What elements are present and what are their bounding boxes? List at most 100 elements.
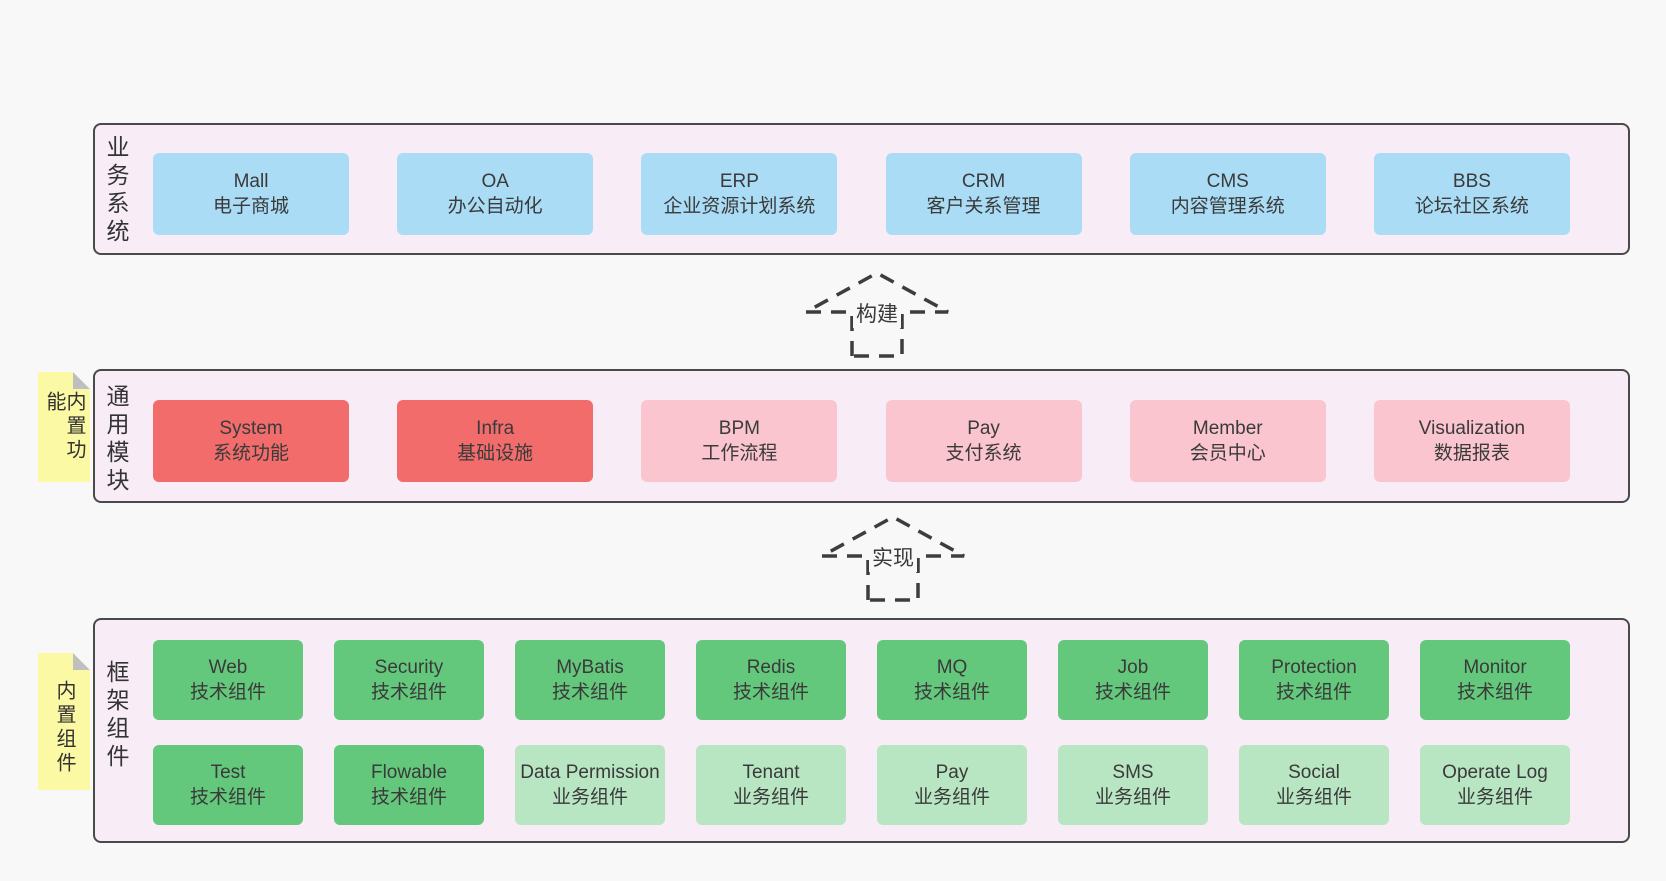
box-flowable: Flowable 技术组件 [334,745,484,825]
box-title: MyBatis [556,656,624,678]
box-title: CMS [1206,170,1249,192]
box-operate-log: Operate Log 业务组件 [1420,745,1570,825]
box-subtitle: 企业资源计划系统 [663,196,816,217]
box-subtitle: 办公自动化 [447,196,543,217]
box-subtitle: 技术组件 [1275,682,1352,703]
box-title: ERP [719,170,759,192]
box-monitor: Monitor 技术组件 [1420,640,1570,720]
box-subtitle: 基础设施 [457,443,534,464]
box-title: System [219,417,283,439]
box-subtitle: 业务组件 [732,787,809,808]
box-title: Mall [233,170,269,192]
box-title: Member [1192,417,1263,439]
note-builtin-features: 内置功能 [38,372,90,482]
box-title: Pay [967,417,1000,439]
box-web: Web 技术组件 [153,640,303,720]
box-subtitle: 技术组件 [551,682,628,703]
up-arrow-icon [805,271,949,358]
box-title: Pay [935,761,969,783]
box-subtitle: 技术组件 [189,787,266,808]
box-bbs: BBS 论坛社区系统 [1373,153,1570,235]
arrow-implement-label: 实现 [869,545,917,573]
box-subtitle: 技术组件 [913,682,990,703]
box-subtitle: 技术组件 [1094,682,1171,703]
box-subtitle: 支付系统 [945,443,1022,464]
box-title: BPM [718,417,760,439]
box-redis: Redis 技术组件 [696,640,846,720]
note-builtin-components-label: 内置组件 [53,680,75,776]
box-title: Test [210,761,246,783]
box-sms: SMS 业务组件 [1058,745,1208,825]
box-member: Member 会员中心 [1129,400,1326,482]
box-title: CRM [961,170,1006,192]
box-social: Social 业务组件 [1239,745,1389,825]
box-pay-component: Pay 业务组件 [877,745,1027,825]
box-data-permission: Data Permission 业务组件 [515,745,665,825]
box-title: Operate Log [1442,761,1548,783]
framework-components-band: 框架组件 Web 技术组件 Security 技术组件 MyBatis 技术组件… [93,618,1630,843]
box-bpm: BPM 工作流程 [641,400,838,482]
box-title: Data Permission [520,761,660,783]
framework-components-row-2: Test 技术组件 Flowable 技术组件 Data Permission … [153,745,1570,825]
box-title: BBS [1452,170,1491,192]
box-mq: MQ 技术组件 [877,640,1027,720]
arrow-build-label: 构建 [853,301,901,329]
box-title: Monitor [1463,656,1527,678]
box-subtitle: 技术组件 [189,682,266,703]
box-subtitle: 客户关系管理 [926,196,1041,217]
box-title: OA [481,170,509,192]
box-subtitle: 内容管理系统 [1170,196,1285,217]
box-cms: CMS 内容管理系统 [1129,153,1326,235]
box-title: SMS [1112,761,1154,783]
note-builtin-components: 内置组件 [38,653,90,790]
box-subtitle: 技术组件 [370,787,447,808]
box-erp: ERP 企业资源计划系统 [641,153,838,235]
box-title: Infra [476,417,515,439]
box-mybatis: MyBatis 技术组件 [515,640,665,720]
box-mall: Mall 电子商城 [153,153,349,235]
band-label-framework-components: 框架组件 [103,660,129,772]
box-subtitle: 电子商城 [212,196,289,217]
box-system: System 系统功能 [153,400,349,482]
box-tenant: Tenant 业务组件 [696,745,846,825]
box-pay-module: Pay 支付系统 [885,400,1082,482]
box-subtitle: 系统功能 [212,443,289,464]
box-subtitle: 业务组件 [913,787,990,808]
box-subtitle: 业务组件 [1456,787,1533,808]
box-crm: CRM 客户关系管理 [885,153,1082,235]
box-title: Flowable [370,761,448,783]
business-systems-band: 业务系统 Mall 电子商城 OA 办公自动化 ERP 企业资源计划系统 CRM… [93,123,1630,255]
box-subtitle: 会员中心 [1189,443,1266,464]
box-test: Test 技术组件 [153,745,303,825]
box-title: Social [1288,761,1340,783]
business-systems-boxes: Mall 电子商城 OA 办公自动化 ERP 企业资源计划系统 CRM 客户关系… [153,153,1570,235]
box-subtitle: 技术组件 [732,682,809,703]
box-subtitle: 论坛社区系统 [1414,196,1529,217]
box-subtitle: 业务组件 [1094,787,1171,808]
box-infra: Infra 基础设施 [397,400,594,482]
box-visualization: Visualization 数据报表 [1373,400,1570,482]
box-title: Security [374,656,444,678]
arrow-implement: 实现 [818,514,968,604]
box-title: Job [1117,656,1149,678]
box-oa: OA 办公自动化 [397,153,594,235]
box-subtitle: 技术组件 [1456,682,1533,703]
arrow-build: 构建 [802,270,952,360]
note-builtin-features-label: 内置功能 [43,391,85,463]
box-title: Redis [746,656,796,678]
box-subtitle: 业务组件 [1275,787,1352,808]
band-label-common-modules: 通用模块 [103,384,129,496]
common-modules-band: 通用模块 System 系统功能 Infra 基础设施 BPM 工作流程 Pay… [93,369,1630,503]
box-subtitle: 技术组件 [370,682,447,703]
common-modules-boxes: System 系统功能 Infra 基础设施 BPM 工作流程 Pay 支付系统… [153,400,1570,482]
box-security: Security 技术组件 [334,640,484,720]
box-title: Visualization [1418,417,1526,439]
band-label-business-systems: 业务系统 [103,135,129,247]
box-protection: Protection 技术组件 [1239,640,1389,720]
box-title: Web [208,656,248,678]
box-subtitle: 工作流程 [701,443,778,464]
box-subtitle: 业务组件 [551,787,628,808]
box-title: Tenant [742,761,800,783]
box-job: Job 技术组件 [1058,640,1208,720]
